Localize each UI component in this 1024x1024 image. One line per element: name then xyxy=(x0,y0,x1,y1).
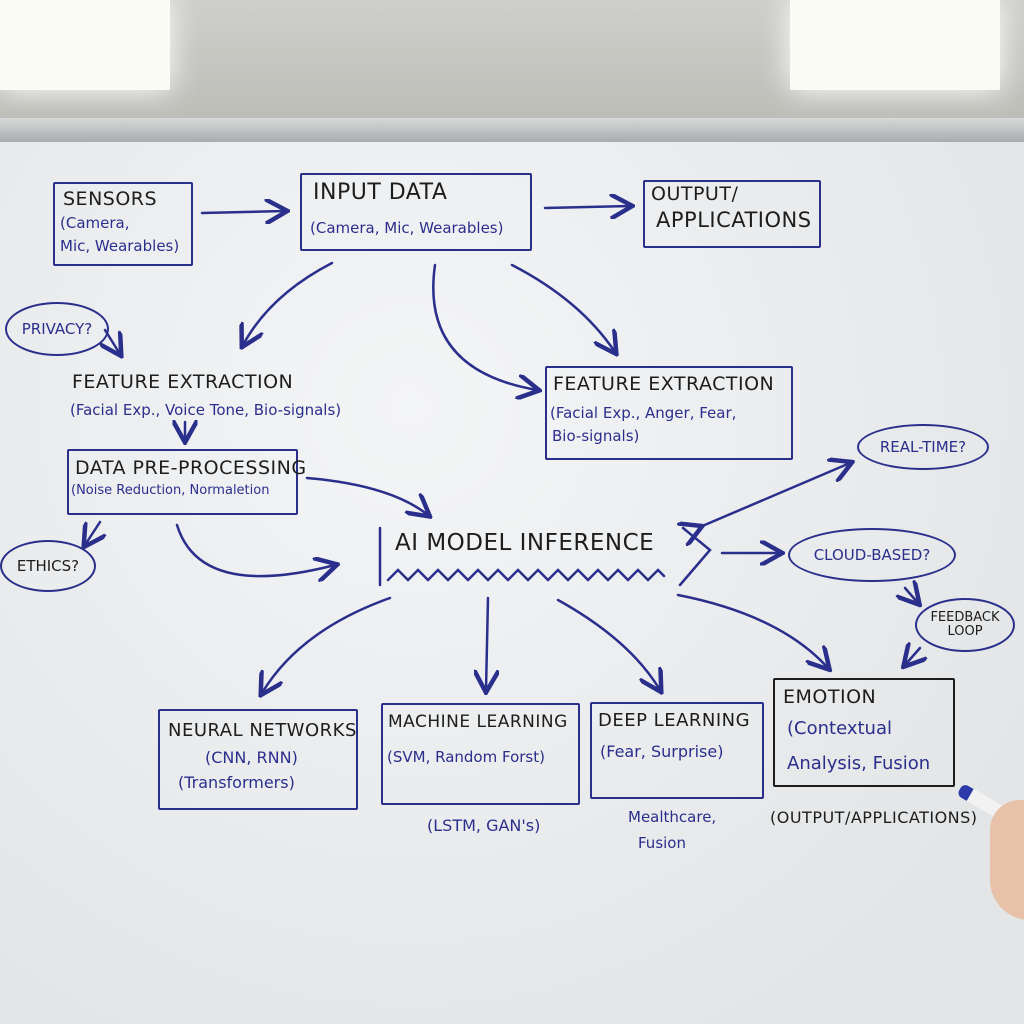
output-line: APPLICATIONS xyxy=(656,208,812,232)
deep-learning-box xyxy=(590,702,764,799)
feedback-line: LOOP xyxy=(947,624,983,639)
output-applications-box xyxy=(643,180,821,248)
sensors-sub: (Camera, xyxy=(60,214,130,232)
healthcare-note: Fusion xyxy=(638,834,686,852)
neural-networks-sub: (CNN, RNN) xyxy=(205,748,298,767)
emotion-box xyxy=(773,678,955,787)
cloud-based-note: CLOUD-BASED? xyxy=(788,528,956,582)
input-data-sub: (Camera, Mic, Wearables) xyxy=(310,219,504,237)
ethics-note: ETHICS? xyxy=(0,540,96,592)
lstm-gan-note: (LSTM, GAN's) xyxy=(427,816,541,835)
neural-networks-box xyxy=(158,709,358,810)
sensors-box xyxy=(53,182,193,266)
feature-extraction-right-sub: Bio-signals) xyxy=(552,427,640,445)
ceiling-light xyxy=(790,0,1000,90)
data-preprocessing-box xyxy=(67,449,298,515)
feature-extraction-right-box xyxy=(545,366,793,460)
ceiling-light xyxy=(0,0,170,90)
sensors-title: SENSORS xyxy=(63,188,158,210)
healthcare-note: Mealthcare, xyxy=(628,808,717,826)
neural-networks-sub: (Transformers) xyxy=(178,773,295,792)
whiteboard-frame xyxy=(0,118,1024,142)
feedback-line: FEEDBACK xyxy=(930,610,1000,625)
hand xyxy=(990,800,1024,920)
neural-networks-title: NEURAL NETWORKS xyxy=(168,720,357,741)
machine-learning-sub: (SVM, Random Forst) xyxy=(387,748,545,766)
real-time-note: REAL-TIME? xyxy=(857,424,989,470)
deep-learning-sub: (Fear, Surprise) xyxy=(600,742,724,761)
feature-extraction-right-sub: (Facial Exp., Anger, Fear, xyxy=(550,404,737,422)
feature-extraction-left-sub: (Facial Exp., Voice Tone, Bio-signals) xyxy=(70,401,342,419)
emotion-sub: Analysis, Fusion xyxy=(787,753,931,774)
feedback-loop-note: FEEDBACK LOOP xyxy=(915,598,1015,652)
machine-learning-title: MACHINE LEARNING xyxy=(388,712,568,732)
machine-learning-box xyxy=(381,703,580,805)
output-applications-note: (OUTPUT/APPLICATIONS) xyxy=(770,808,978,827)
whiteboard xyxy=(0,142,1024,1024)
emotion-sub: (Contextual xyxy=(787,718,892,739)
data-preprocessing-title: DATA PRE-PROCESSING xyxy=(75,457,307,479)
output-line: OUTPUT/ xyxy=(651,183,739,205)
emotion-title: EMOTION xyxy=(783,686,877,708)
feature-extraction-left-title: FEATURE EXTRACTION xyxy=(72,371,294,393)
data-preprocessing-sub: (Noise Reduction, Normaletion xyxy=(71,483,270,498)
feature-extraction-right-title: FEATURE EXTRACTION xyxy=(553,373,775,395)
privacy-note: PRIVACY? xyxy=(5,302,109,356)
ai-model-inference-title: AI MODEL INFERENCE xyxy=(395,530,655,556)
deep-learning-title: DEEP LEARNING xyxy=(598,710,751,731)
sensors-sub: Mic, Wearables) xyxy=(60,237,180,255)
input-data-box xyxy=(300,173,532,251)
ceiling xyxy=(0,0,1024,120)
input-data-title: INPUT DATA xyxy=(313,180,448,205)
